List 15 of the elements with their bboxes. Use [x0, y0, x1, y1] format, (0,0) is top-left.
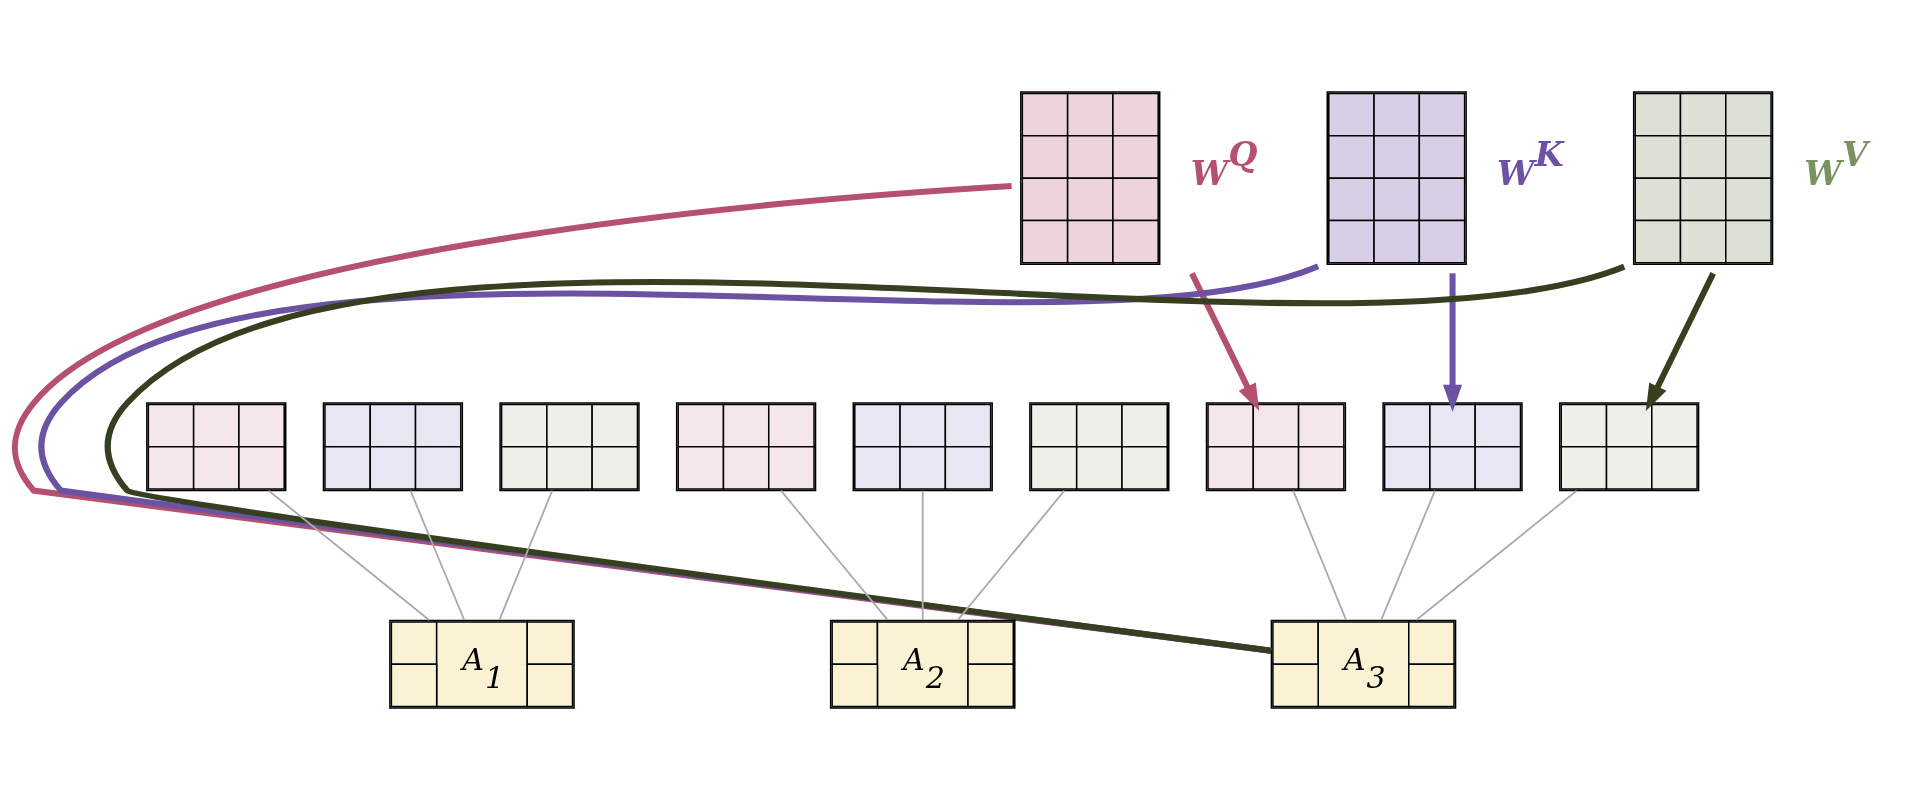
arrow — [1645, 271, 1716, 412]
connector — [39, 263, 1320, 654]
arrow — [1189, 272, 1260, 412]
connector — [957, 489, 1066, 621]
connector — [780, 489, 889, 621]
connector — [1415, 489, 1578, 621]
connector — [12, 183, 1272, 654]
connector — [498, 489, 554, 621]
connector — [267, 489, 431, 621]
connector — [921, 489, 924, 621]
arrow — [1443, 273, 1463, 413]
connector — [1380, 489, 1436, 621]
connector — [105, 263, 1626, 654]
connector — [1292, 489, 1347, 621]
connector — [409, 489, 465, 621]
